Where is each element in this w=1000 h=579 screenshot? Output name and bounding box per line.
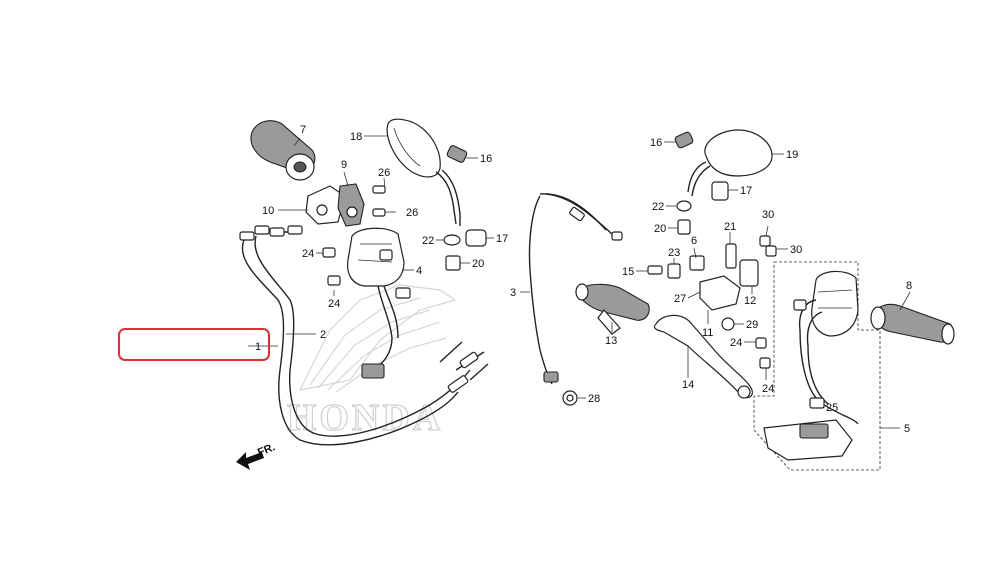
callout-5[interactable]: 5 (904, 423, 910, 435)
front-direction-arrow (236, 452, 264, 470)
callout-17-right[interactable]: 17 (740, 185, 752, 197)
callout-3[interactable]: 3 (510, 287, 516, 299)
callout-24-right-upper[interactable]: 24 (730, 337, 742, 349)
callout-28[interactable]: 28 (588, 393, 600, 405)
callout-25[interactable]: 25 (826, 402, 838, 414)
right-bolts (755, 235, 777, 369)
callout-14[interactable]: 14 (682, 379, 694, 391)
callout-22-right[interactable]: 22 (652, 201, 664, 213)
callout-21[interactable]: 21 (724, 221, 736, 233)
master-cylinder-parts (647, 243, 759, 331)
left-bolts-24 (322, 247, 341, 286)
callout-7[interactable]: 7 (300, 124, 306, 136)
callout-4[interactable]: 4 (416, 265, 422, 277)
callout-10[interactable]: 10 (262, 205, 274, 217)
honda-wing-watermark (298, 284, 457, 393)
right-mirror-hardware (676, 181, 729, 235)
callout-12[interactable]: 12 (744, 295, 756, 307)
left-grip (250, 120, 316, 181)
callout-13[interactable]: 13 (605, 335, 617, 347)
callout-11[interactable]: 11 (702, 327, 713, 339)
callout-9[interactable]: 9 (341, 159, 347, 171)
callout-30-lower[interactable]: 30 (790, 244, 802, 256)
callout-26-upper[interactable]: 26 (378, 167, 390, 179)
callout-8[interactable]: 8 (906, 280, 912, 292)
callout-17-left[interactable]: 17 (496, 233, 508, 245)
callout-2[interactable]: 2 (320, 329, 326, 341)
callout-18[interactable]: 18 (350, 131, 362, 143)
callout-15[interactable]: 15 (622, 266, 634, 278)
callout-24-left-lower[interactable]: 24 (328, 298, 340, 310)
left-switch-housing (347, 227, 411, 379)
brake-lever (653, 314, 753, 399)
callout-24-right-lower[interactable]: 24 (762, 383, 774, 395)
left-mirror-hardware (443, 145, 487, 271)
callout-26-lower[interactable]: 26 (406, 207, 418, 219)
callout-6[interactable]: 6 (691, 235, 697, 247)
highlight-box (118, 328, 270, 361)
callout-16-left[interactable]: 16 (480, 153, 492, 165)
callout-22-left[interactable]: 22 (422, 235, 434, 247)
callout-27[interactable]: 27 (674, 293, 686, 305)
honda-watermark-text: HONDA (287, 397, 443, 439)
right-mirror (674, 129, 773, 197)
callout-1[interactable]: 1 (255, 341, 261, 353)
callout-23[interactable]: 23 (668, 247, 680, 259)
callout-20-right[interactable]: 20 (654, 223, 666, 235)
throttle-grip (575, 283, 650, 335)
throttle-cables (239, 225, 489, 446)
direction-label: FR. (256, 441, 277, 459)
left-mirror (386, 118, 461, 226)
callout-19[interactable]: 19 (786, 149, 798, 161)
callout-29[interactable]: 29 (746, 319, 758, 331)
leader-lines (248, 135, 911, 429)
screws-26 (372, 185, 386, 217)
switch-clamp-parts (305, 183, 365, 227)
callout-20-left[interactable]: 20 (472, 258, 484, 270)
callout-30-upper[interactable]: 30 (762, 209, 774, 221)
callout-24-left-upper[interactable]: 24 (302, 248, 314, 260)
callout-labels: 1 2 3 4 5 6 7 8 9 10 11 12 13 14 15 16 1… (255, 124, 912, 435)
clutch-cable (528, 193, 623, 406)
right-grip (870, 303, 955, 345)
right-switch-assembly (753, 261, 881, 471)
callout-16-right[interactable]: 16 (650, 137, 662, 149)
